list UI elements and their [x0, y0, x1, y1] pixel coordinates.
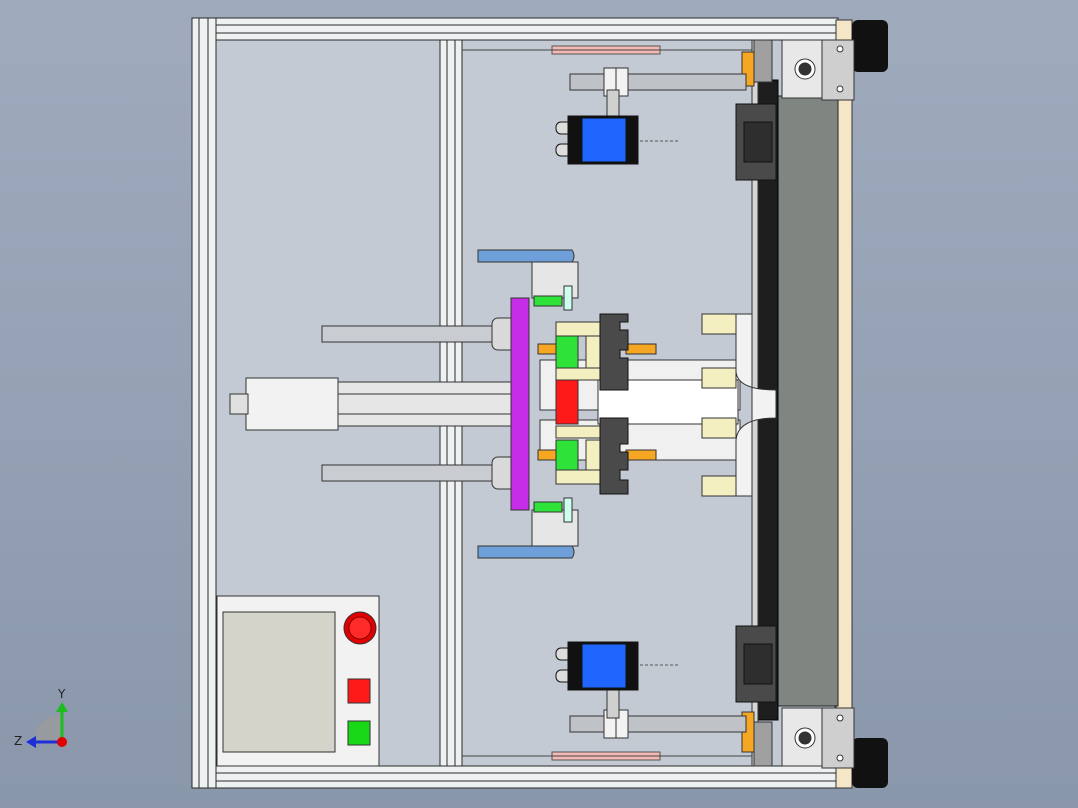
dark-block-top [735, 103, 777, 181]
triad-arc [34, 714, 62, 742]
top-rod [569, 67, 747, 119]
coordinate-triad: Y Z [14, 687, 68, 748]
light-blue-bar-top [477, 249, 575, 263]
bottom-bearing-assembly [741, 707, 855, 769]
dark-block-bottom [735, 625, 777, 703]
green-block-lower [555, 439, 579, 471]
green-button[interactable] [347, 720, 371, 746]
light-blue-bar-bottom [477, 545, 575, 559]
gripper-upper [599, 313, 629, 391]
clamp-bracket-top [531, 261, 579, 311]
control-panel [216, 595, 380, 767]
cream-blocks-inner [555, 321, 601, 485]
bottom-rod [569, 689, 747, 739]
magenta-bar [510, 297, 530, 511]
clamp-bracket-bottom [531, 497, 579, 547]
cream-blocks-right [701, 313, 737, 497]
guide-rod-lower [321, 464, 503, 482]
orange-pins [537, 343, 657, 461]
frame-left-post [191, 17, 217, 789]
gripper-lower [599, 417, 629, 495]
triad-origin [57, 737, 67, 747]
triad-y-label: Y [57, 687, 66, 701]
guide-rod-upper [321, 325, 503, 343]
foot-top [852, 20, 888, 72]
frame-bottom-rail [191, 765, 839, 789]
gray-mounting-plate [777, 95, 839, 707]
triad-z-label: Z [14, 734, 22, 748]
blue-cylinder-bottom [555, 641, 680, 691]
red-button[interactable] [347, 678, 371, 704]
hmi-screen[interactable] [222, 611, 336, 753]
air-cylinder [229, 377, 517, 431]
top-bearing-assembly [741, 39, 855, 101]
frame-top-rail [191, 17, 839, 41]
green-block-upper [555, 335, 579, 369]
red-block [555, 379, 579, 425]
blue-cylinder-top [555, 115, 680, 165]
foot-bottom [852, 738, 888, 788]
